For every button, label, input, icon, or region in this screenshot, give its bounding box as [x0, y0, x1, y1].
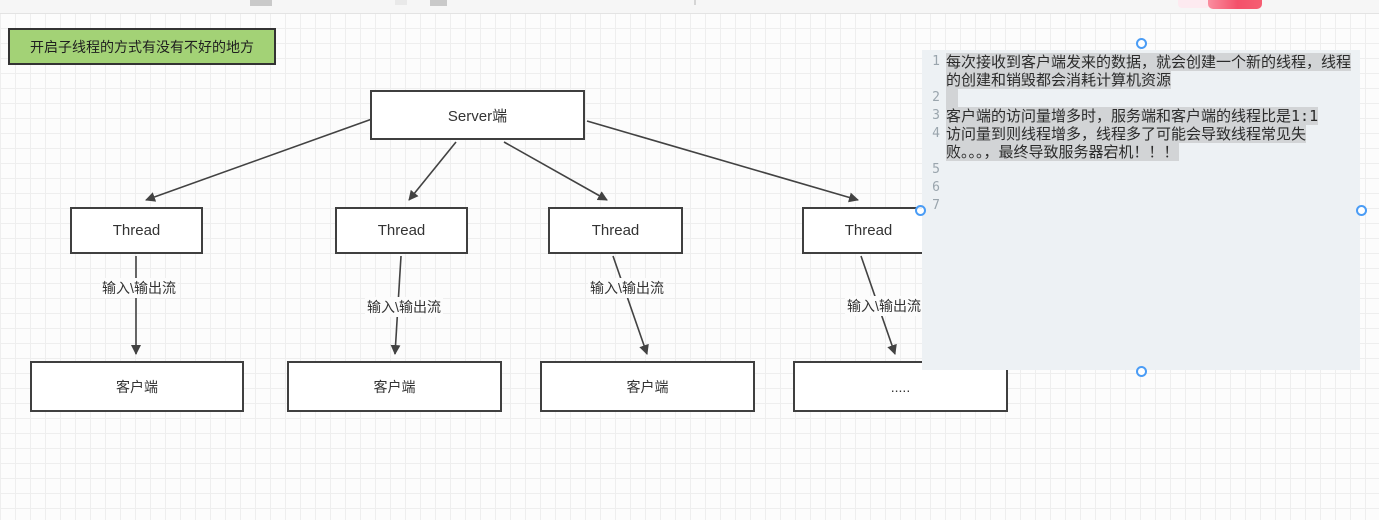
line-number: 5 — [932, 162, 940, 177]
editor-row[interactable]: 败。。。，最终导致服务器宕机！！！ — [922, 143, 1360, 161]
node-client-2[interactable]: 客户端 — [287, 361, 502, 412]
top-edge-strip — [0, 0, 1379, 14]
editor-row[interactable]: 2 — [922, 89, 1360, 107]
node-thread-2[interactable]: Thread — [335, 207, 468, 254]
editor-text: 访问量到则线程增多，线程多了可能会导致线程常见失 — [946, 125, 1307, 143]
node-client-1[interactable]: 客户端 — [30, 361, 244, 412]
node-thread-3[interactable]: Thread — [548, 207, 683, 254]
editor-row[interactable]: 6 — [922, 179, 1360, 197]
connection-handle-left[interactable] — [915, 205, 926, 216]
line-number: 3 — [932, 108, 940, 123]
editor-text: 的创建和销毁都会消耗计算机资源 — [946, 71, 1172, 89]
node-client-3[interactable]: 客户端 — [540, 361, 755, 412]
editor-row[interactable]: 的创建和销毁都会消耗计算机资源 — [922, 71, 1360, 89]
edge-label-io-stream-3[interactable]: 输入\输出流 — [588, 278, 666, 298]
line-number — [922, 143, 946, 161]
edge-label-io-stream-1[interactable]: 输入\输出流 — [100, 278, 178, 298]
toolbar-fragment — [250, 0, 272, 6]
line-number: 6 — [932, 180, 940, 195]
edge-label-io-stream-4[interactable]: 输入\输出流 — [845, 296, 923, 316]
editor-row[interactable]: 3 客户端的访问量增多时，服务端和客户端的线程比是1:1 — [922, 107, 1360, 125]
editor-text — [946, 89, 958, 107]
toolbar-divider-fragment — [694, 0, 696, 5]
pink-button-fragment[interactable] — [1208, 0, 1262, 9]
line-number: 1 — [932, 54, 940, 69]
editor-row[interactable]: 5 — [922, 161, 1360, 179]
line-number: 7 — [932, 198, 940, 213]
line-number: 2 — [932, 90, 940, 105]
toolbar-fragment — [395, 0, 407, 5]
note-box[interactable]: 开启子线程的方式有没有不好的地方 — [8, 28, 276, 65]
editor-text: 败。。。，最终导致服务器宕机！！！ — [946, 143, 1179, 161]
editor-row[interactable]: 4 访问量到则线程增多，线程多了可能会导致线程常见失 — [922, 125, 1360, 143]
pink-button-glow — [1178, 0, 1210, 8]
node-server[interactable]: Server端 — [370, 90, 585, 140]
node-thread-4[interactable]: Thread — [802, 207, 935, 254]
editor-rows: 1 每次接收到客户端发来的数据，就会创建一个新的线程，线程的创建和销毁都会消耗计算… — [922, 53, 1360, 215]
editor-text: 每次接收到客户端发来的数据，就会创建一个新的线程，线程 — [946, 53, 1352, 71]
line-number — [922, 71, 946, 89]
edge-label-io-stream-2[interactable]: 输入\输出流 — [365, 297, 443, 317]
text-editor-panel[interactable]: 1 每次接收到客户端发来的数据，就会创建一个新的线程，线程的创建和销毁都会消耗计算… — [922, 50, 1360, 370]
line-number: 4 — [932, 126, 940, 141]
editor-text: 客户端的访问量增多时，服务端和客户端的线程比是1:1 — [946, 107, 1319, 125]
connection-handle-top[interactable] — [1136, 38, 1147, 49]
toolbar-fragment — [430, 0, 447, 6]
connection-handle-right[interactable] — [1356, 205, 1367, 216]
connection-handle-bottom[interactable] — [1136, 366, 1147, 377]
node-thread-1[interactable]: Thread — [70, 207, 203, 254]
editor-row[interactable]: 1 每次接收到客户端发来的数据，就会创建一个新的线程，线程 — [922, 53, 1360, 71]
editor-row[interactable]: 7 — [922, 197, 1360, 215]
